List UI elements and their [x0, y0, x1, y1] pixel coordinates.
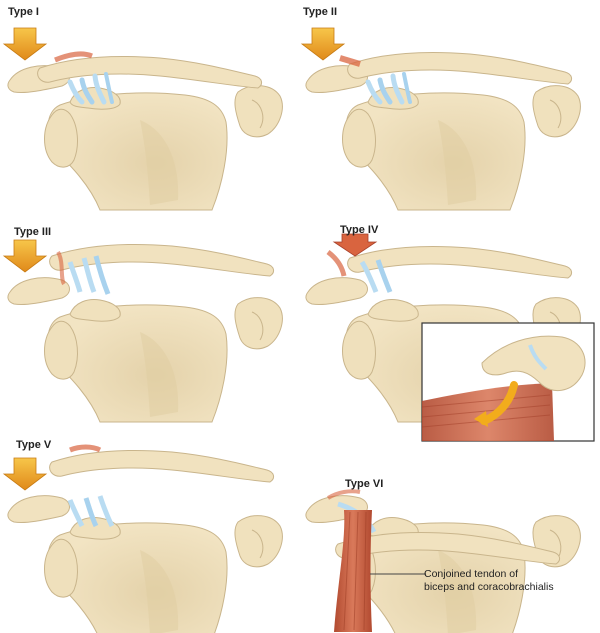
panel-type-6 — [306, 491, 580, 633]
panel-label-type-4: Type IV — [340, 224, 378, 236]
panel-label-type-1: Type I — [8, 6, 39, 18]
panel-type-5 — [4, 447, 282, 633]
panel-label-type-3: Type III — [14, 226, 51, 238]
panel-label-type-2: Type II — [303, 6, 337, 18]
panel-type-3 — [4, 240, 282, 422]
force-arrow-icon — [302, 28, 344, 60]
type-4-inset — [422, 323, 594, 441]
force-arrow-icon — [4, 240, 46, 272]
callout-line-1: Conjoined tendon of — [424, 568, 554, 581]
panel-label-type-5: Type V — [16, 439, 51, 451]
panel-type-2 — [302, 28, 580, 210]
panel-type-1 — [4, 28, 282, 210]
force-arrow-icon — [4, 458, 46, 490]
force-arrow-icon — [4, 28, 46, 60]
panel-label-type-6: Type VI — [345, 478, 383, 490]
conjoined-tendon-callout: Conjoined tendon of biceps and coracobra… — [424, 568, 554, 594]
callout-line-2: biceps and coracobrachialis — [424, 581, 554, 594]
